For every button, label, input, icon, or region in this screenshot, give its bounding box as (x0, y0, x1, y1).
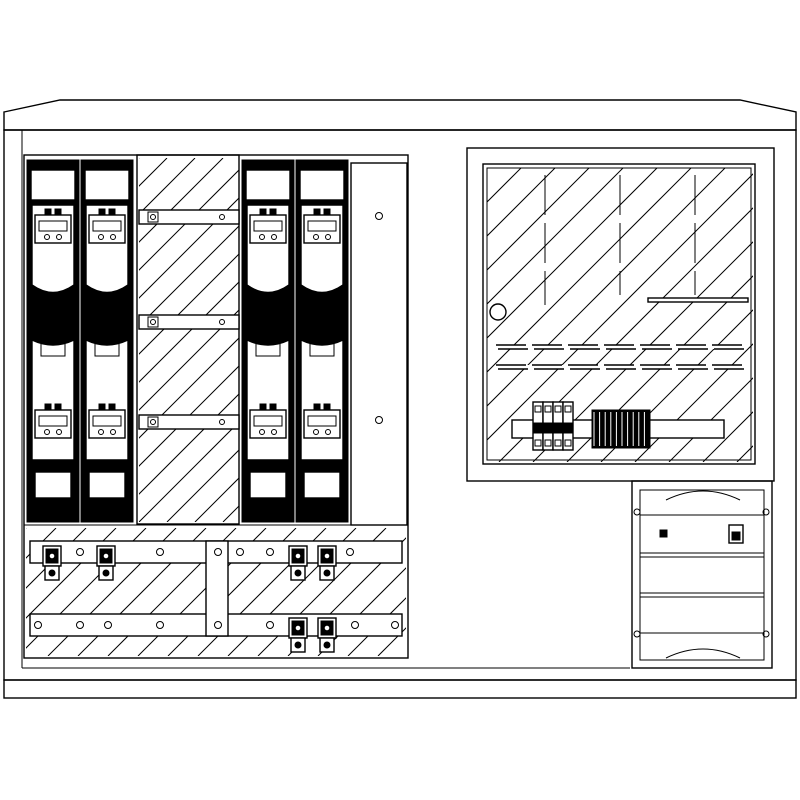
fuse-units (26, 159, 349, 523)
cross-bar-2 (138, 314, 240, 330)
meter-compartment (466, 147, 775, 482)
fuse-unit-2 (80, 159, 134, 523)
bus-terminal-4 (317, 545, 337, 581)
bus-bar-area (26, 528, 406, 656)
terminal-module-4 (562, 401, 574, 451)
distribution-box (631, 480, 773, 669)
fuse-unit-1 (26, 159, 80, 523)
lock-icon (489, 303, 507, 321)
bus-terminal-5 (288, 617, 308, 653)
cross-bar-3 (138, 414, 240, 430)
side-cover-strip (350, 162, 408, 526)
bus-terminal-1 (42, 545, 62, 581)
meter-inner-lines (495, 175, 749, 370)
bus-terminal-2 (96, 545, 116, 581)
terminal-strip-body (591, 409, 651, 449)
bus-terminal-6 (317, 617, 337, 653)
cabinet-housing (3, 99, 797, 699)
terminal-strip (591, 409, 651, 449)
bus-terminal-3 (288, 545, 308, 581)
terminal-module-3 (552, 401, 564, 451)
terminal-module-2 (542, 401, 554, 451)
cross-bars (138, 209, 240, 430)
fuse-unit-4 (295, 159, 349, 523)
indicator-left (659, 529, 668, 538)
terminal-block (532, 401, 574, 451)
terminal-module-1 (532, 401, 544, 451)
cross-bar-1 (138, 209, 240, 225)
bus-terminals (42, 545, 337, 653)
fuse-unit-3 (241, 159, 295, 523)
